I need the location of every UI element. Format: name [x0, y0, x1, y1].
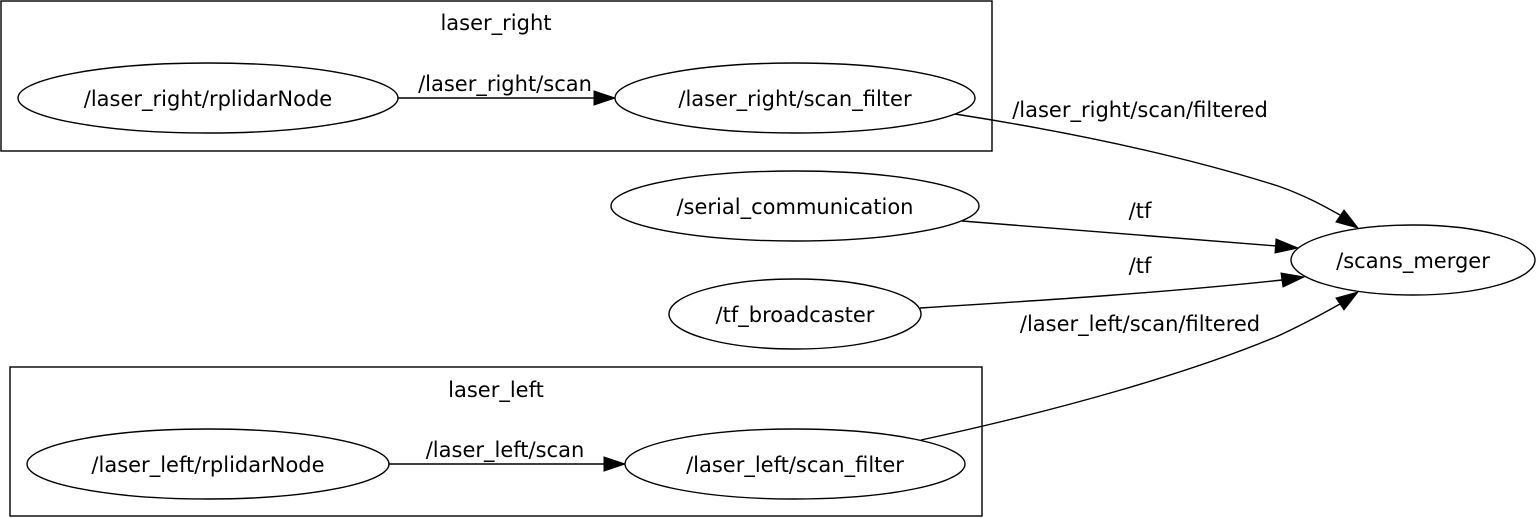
node-laser-right-filter-label: /laser_right/scan_filter	[678, 87, 912, 112]
node-laser-left-rplidar-label: /laser_left/rplidarNode	[91, 453, 324, 478]
edge-broadcaster-tf-line	[919, 279, 1283, 309]
node-laser-right-rplidar-ellipse	[17, 62, 399, 134]
node-laser-right-rplidar[interactable]: /laser_right/rplidarNode	[17, 62, 399, 134]
cluster-laser-left-label: laser_left	[448, 378, 544, 403]
node-serial-communication-ellipse	[610, 170, 980, 242]
cluster-laser-right-label: laser_right	[440, 11, 551, 36]
node-scans-merger[interactable]: /scans_merger	[1290, 224, 1536, 296]
node-laser-left-rplidar-ellipse	[26, 428, 390, 500]
node-laser-right-rplidar-label: /laser_right/rplidarNode	[84, 87, 332, 112]
edge-broadcaster-tf[interactable]: /tf	[919, 254, 1306, 309]
edge-laser-left-scan-label: /laser_left/scan	[426, 438, 585, 463]
node-serial-communication-label: /serial_communication	[676, 195, 913, 220]
node-laser-right-filter[interactable]: /laser_right/scan_filter	[614, 62, 976, 134]
edge-laser-left-filtered-line	[920, 303, 1341, 441]
edge-laser-right-scan-label: /laser_right/scan	[418, 72, 592, 97]
node-serial-communication[interactable]: /serial_communication	[610, 170, 980, 242]
edge-laser-left-scan-arrow	[603, 456, 627, 472]
edge-serial-tf[interactable]: /tf	[961, 199, 1300, 254]
edge-serial-tf-line	[961, 220, 1278, 247]
node-tf-broadcaster-ellipse	[668, 278, 922, 350]
node-laser-left-filter-ellipse	[624, 428, 966, 500]
node-tf-broadcaster-label: /tf_broadcaster	[716, 303, 875, 328]
edge-broadcaster-tf-label: /tf	[1129, 254, 1152, 278]
edge-laser-right-filtered-arrow	[1335, 209, 1360, 229]
node-laser-left-rplidar[interactable]: /laser_left/rplidarNode	[26, 428, 390, 500]
edge-laser-right-scan[interactable]: /laser_right/scan	[398, 72, 617, 106]
edge-laser-right-filtered[interactable]: /laser_right/scan/filtered	[954, 98, 1360, 229]
edge-laser-left-filtered-arrow	[1335, 291, 1360, 311]
edge-laser-left-scan[interactable]: /laser_left/scan	[389, 438, 627, 472]
edge-laser-left-filtered-label: /laser_left/scan/filtered	[1020, 312, 1260, 337]
node-laser-left-filter[interactable]: /laser_left/scan_filter	[624, 428, 966, 500]
node-laser-right-filter-ellipse	[614, 62, 976, 134]
node-scans-merger-ellipse	[1290, 224, 1536, 296]
node-tf-broadcaster[interactable]: /tf_broadcaster	[668, 278, 922, 350]
node-scans-merger-label: /scans_merger	[1336, 249, 1490, 274]
edge-broadcaster-tf-arrow	[1280, 272, 1306, 288]
edge-laser-right-filtered-label: /laser_right/scan/filtered	[1012, 98, 1268, 123]
edge-laser-right-filtered-line	[954, 113, 1341, 216]
edge-serial-tf-label: /tf	[1129, 199, 1152, 223]
edge-laser-left-filtered[interactable]: /laser_left/scan/filtered	[920, 291, 1360, 441]
edge-serial-tf-arrow	[1274, 238, 1300, 254]
edge-laser-right-scan-arrow	[593, 90, 617, 106]
node-laser-left-filter-label: /laser_left/scan_filter	[686, 453, 904, 478]
